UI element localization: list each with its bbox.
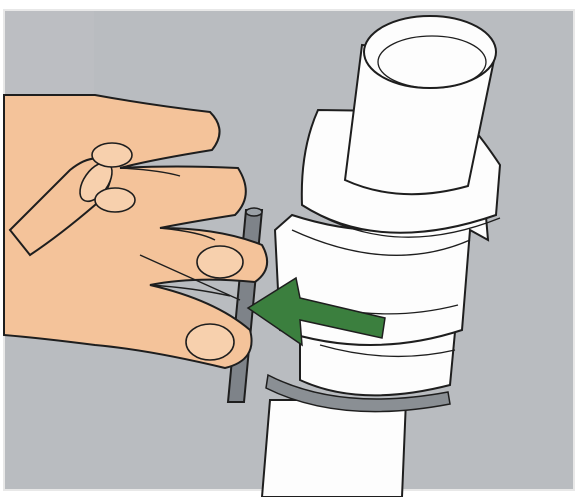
index-fingernail: [92, 143, 132, 167]
lower-pipe: [262, 400, 406, 497]
little-fingernail: [186, 324, 234, 360]
inset-block: [4, 10, 94, 95]
middle-fingernail: [95, 188, 135, 212]
ring-fingernail: [197, 246, 243, 278]
rod-top-end: [246, 208, 262, 216]
